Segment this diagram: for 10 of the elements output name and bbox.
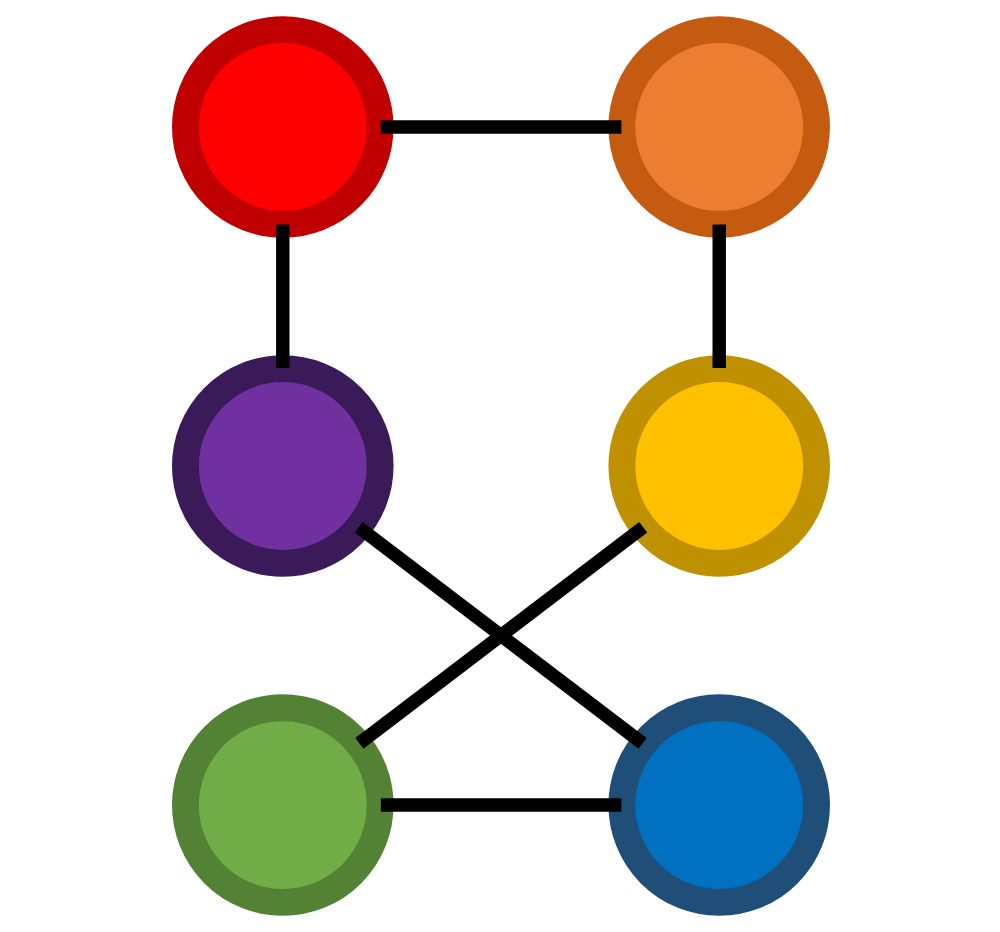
node-circle bbox=[171, 355, 393, 577]
node-circle bbox=[171, 694, 393, 916]
node-circle bbox=[607, 16, 829, 238]
connector bbox=[711, 224, 725, 369]
node-circle bbox=[171, 16, 393, 238]
node-circle bbox=[607, 694, 829, 916]
connector bbox=[379, 120, 621, 134]
node-circle bbox=[607, 355, 829, 577]
connector bbox=[379, 798, 621, 812]
connector bbox=[275, 224, 289, 369]
